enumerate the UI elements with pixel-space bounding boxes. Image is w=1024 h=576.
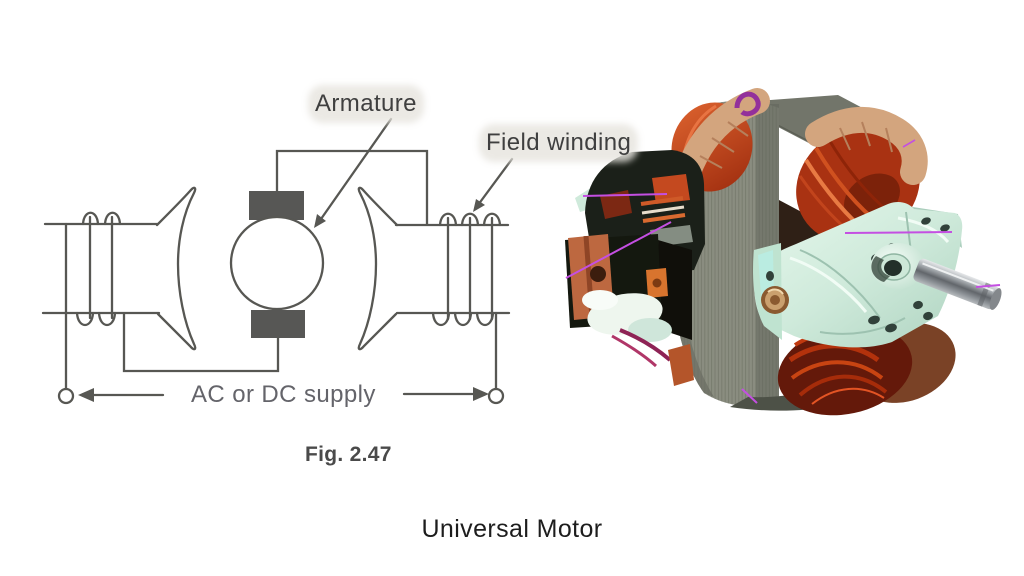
page-caption: Universal Motor: [421, 515, 603, 543]
armature-frame-wire: [275, 149, 429, 226]
supply-arrow-left: [78, 388, 165, 402]
field-coil-left-symbol: [75, 211, 122, 327]
field-winding-stripes: [640, 196, 684, 206]
pole-piece-left: [155, 186, 197, 351]
annotation-line-left-horizontal: [582, 193, 668, 197]
end-bracket: [753, 201, 963, 348]
motor-photo: [565, 88, 1002, 416]
mounting-bolt: [761, 286, 789, 314]
armature-bottom-wire: [122, 312, 280, 373]
annotation-lines: [565, 139, 1001, 404]
annotation-line-left-diagonal: [565, 221, 672, 279]
armature-pointer-arrow: [314, 117, 393, 228]
left-end-assembly: [565, 150, 705, 386]
brush-bottom: [251, 310, 305, 338]
field-winding-pointer-arrow: [473, 157, 514, 212]
armature-circle: [229, 215, 325, 311]
figure-caption: Fig. 2.47: [305, 443, 392, 466]
field-winding-label: Field winding: [486, 129, 632, 156]
terminal-right: [487, 387, 505, 405]
purple-lead-wire: [734, 91, 761, 117]
annotation-tick-top: [902, 139, 916, 148]
field-coil-right-symbol: [431, 212, 502, 327]
pole-piece-right: [357, 186, 399, 351]
armature-label: Armature: [315, 90, 417, 117]
brush-top: [249, 191, 304, 220]
annotation-tick-bottom: [741, 388, 758, 404]
supply-label: AC or DC supply: [191, 381, 376, 408]
annotation-line-right-horizontal: [844, 231, 953, 234]
circuit-schematic: [41, 117, 514, 405]
terminal-left: [57, 387, 75, 405]
annotation-line-shaft: [975, 284, 1001, 288]
supply-arrow-right: [402, 387, 489, 401]
